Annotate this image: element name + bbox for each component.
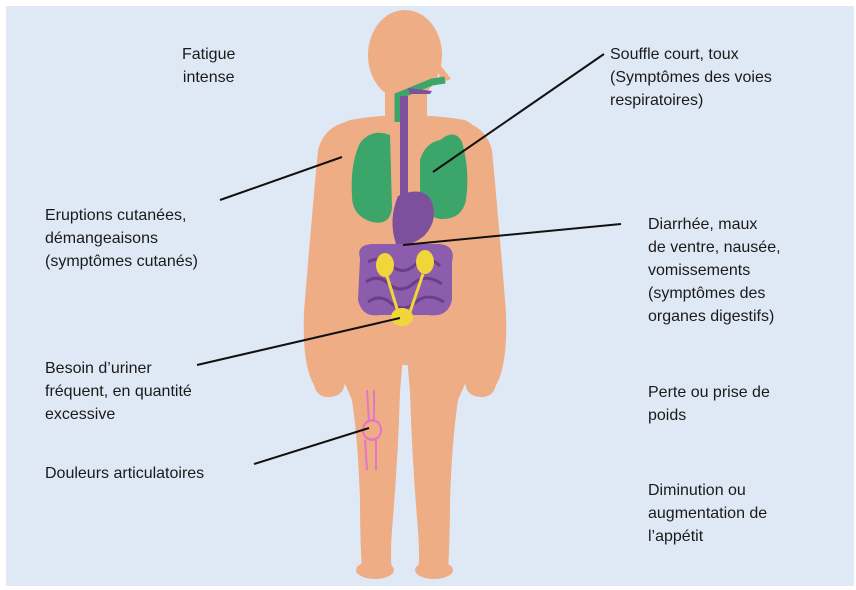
label-appetite: Diminution ou augmentation de l’appétit: [648, 479, 767, 548]
label-respiratory: Souffle court, toux (Symptômes des voies…: [610, 43, 772, 112]
leader-line-respiratory: [433, 54, 604, 172]
label-skin: Eruptions cutanées, démangeaisons (sympt…: [45, 204, 198, 273]
label-weight: Perte ou prise de poids: [648, 381, 770, 427]
leader-line-joints: [254, 428, 369, 464]
label-joints: Douleurs articulatoires: [45, 462, 204, 485]
label-urine: Besoin d’uriner fréquent, en quantité ex…: [45, 357, 192, 426]
label-digestive: Diarrhée, maux de ventre, nausée, vomiss…: [648, 213, 781, 328]
label-fatigue: Fatigue intense: [182, 43, 235, 89]
